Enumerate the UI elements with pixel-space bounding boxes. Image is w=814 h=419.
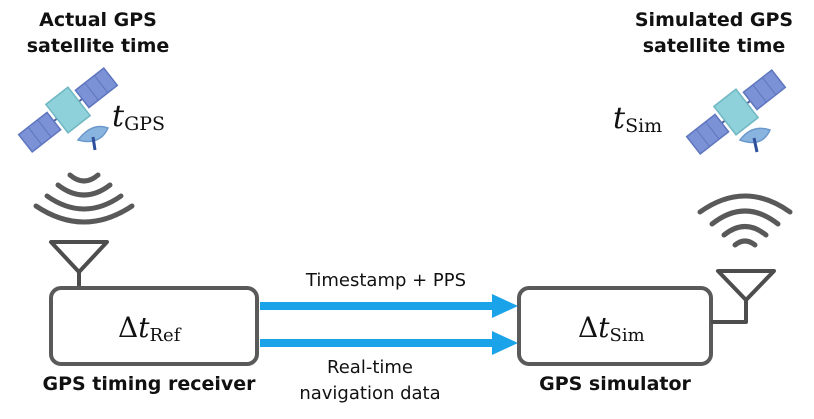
left-title-line1: Actual GPS: [39, 9, 157, 31]
receiver-delta-label: ΔtRef: [118, 311, 182, 346]
bottom-link-label-line1: Real-time: [327, 357, 413, 378]
top-link-label: Timestamp + PPS: [305, 270, 466, 291]
simulator-box: [517, 286, 713, 366]
top-arrow: [260, 294, 518, 318]
left-signal-waves-icon: [33, 172, 135, 225]
right-dish-icon: [738, 127, 772, 144]
right-title-line1: Simulated GPS: [635, 9, 793, 31]
receiver-label: GPS timing receiver: [42, 373, 256, 395]
left-dish-feed: [91, 136, 97, 151]
simulator-label: GPS simulator: [539, 373, 691, 395]
right-signal-waves-icon: [697, 193, 793, 248]
simulator-delta-label: ΔtSim: [578, 311, 645, 346]
left-time-symbol: tGPS: [112, 99, 165, 135]
left-dish-icon: [76, 125, 110, 143]
left-antenna-icon: [49, 240, 109, 288]
right-satellite-icon: [685, 69, 787, 155]
right-dish-feed: [752, 137, 759, 153]
right-time-symbol: tSim: [613, 101, 662, 137]
left-title-line2: satellite time: [27, 35, 170, 57]
bottom-arrow: [260, 331, 518, 355]
right-title-line2: satellite time: [643, 35, 786, 57]
receiver-box: [49, 286, 259, 366]
left-satellite-icon: [17, 67, 119, 153]
right-antenna-icon: [711, 269, 776, 324]
bottom-link-label-line2: navigation data: [299, 383, 440, 404]
